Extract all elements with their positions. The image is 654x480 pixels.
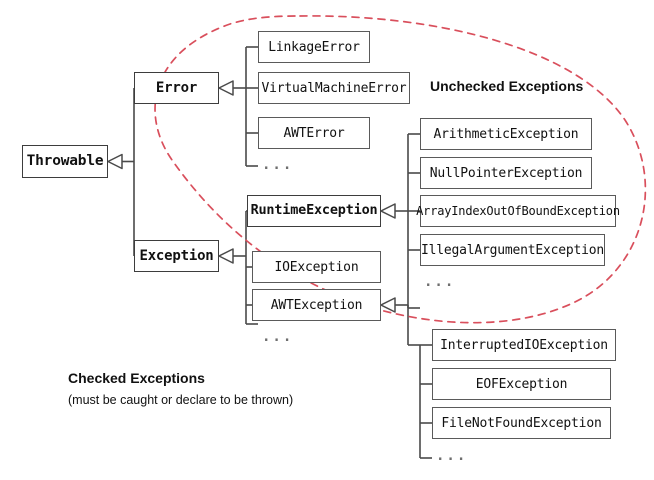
node-illegal-argument-exception: IllegalArgumentException — [420, 234, 605, 266]
node-error: Error — [134, 72, 219, 104]
node-eof-exception: EOFException — [432, 368, 611, 400]
node-linkage-error: LinkageError — [258, 31, 370, 63]
node-array-index-out-of-bound-exception: ArrayIndexOutOfBoundException — [416, 195, 620, 227]
checked-exceptions-label: Checked Exceptions — [68, 370, 205, 386]
node-virtual-machine-error: VirtualMachineError — [258, 72, 410, 104]
node-file-not-found-exception: FileNotFoundException — [432, 407, 611, 439]
error-subclasses-ellipsis: ... — [262, 157, 294, 173]
node-exception: Exception — [134, 240, 219, 272]
io-exception-subclasses-ellipsis: ... — [436, 448, 468, 464]
exception-subclasses-ellipsis: ... — [262, 329, 294, 345]
node-arithmetic-exception: ArithmeticException — [420, 118, 592, 150]
unchecked-exceptions-label: Unchecked Exceptions — [430, 78, 584, 94]
node-throwable: Throwable — [22, 145, 108, 178]
node-interrupted-io-exception: InterruptedIOException — [432, 329, 616, 361]
node-awt-error: AWTError — [258, 117, 370, 149]
node-awt-exception: AWTException — [252, 289, 381, 321]
node-runtime-exception: RuntimeException — [247, 195, 381, 227]
runtime-exception-subclasses-ellipsis: ... — [424, 274, 456, 290]
node-null-pointer-exception: NullPointerException — [420, 157, 592, 189]
node-io-exception: IOException — [252, 251, 381, 283]
checked-exceptions-note: (must be caught or declare to be thrown) — [68, 393, 294, 407]
